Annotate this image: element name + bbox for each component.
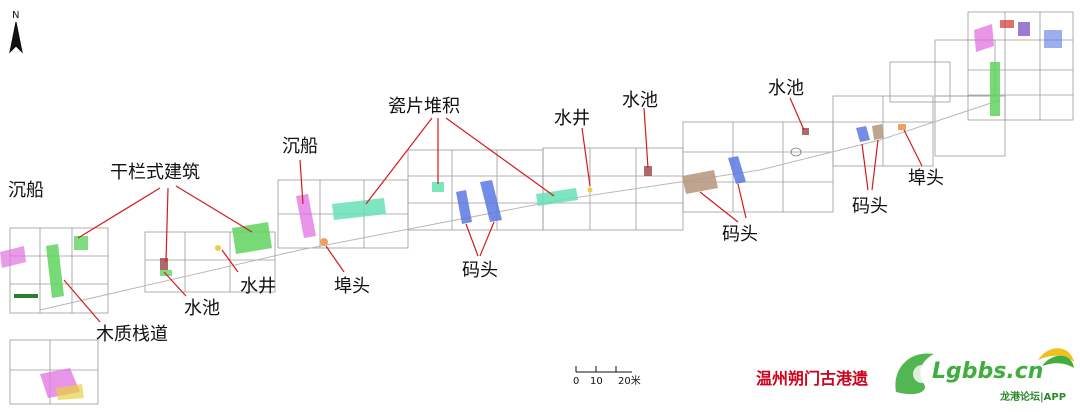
label-pier-far-east: 码头 [852,196,888,217]
porcelain-heap-2 [432,182,444,192]
north-arrow-icon: N [9,10,23,54]
leader-lines [63,97,923,323]
label-pool-west: 水池 [184,298,220,319]
pier-brown-2 [872,124,884,140]
label-well-east: 水井 [554,108,590,129]
porcelain-heap-3 [536,188,578,206]
watermark-logo: Lgbbs.cn 龙港论坛|APP [895,348,1074,403]
pier-blue-2 [480,180,502,222]
label-shipwreck-middle: 沉船 [282,136,318,157]
label-pool-east: 水池 [768,78,804,99]
map-caption: 温州朔门古港遗 [755,369,868,388]
pool-east-feature [802,128,809,135]
label-stilt-building: 干栏式建筑 [110,162,200,183]
walkway-strip-feature [14,294,38,298]
river-trace [39,99,1001,311]
scale-tick-20: 20米 [618,374,641,387]
well-east-feature [587,187,593,193]
watermark-sub-text: 龙港论坛|APP [999,390,1066,403]
label-jetty-middle: 埠头 [334,276,370,297]
walkway-feature [46,244,64,298]
pier-blue-3 [728,156,746,184]
label-jetty-east: 埠头 [908,168,944,189]
label-wooden-walkway: 木质栈道 [96,324,168,345]
pier-brown-1 [682,170,718,194]
well-west-feature [215,245,221,251]
north-label: N [12,10,19,21]
porcelain-heap-1 [332,198,386,220]
shipwreck-middle-feature [296,194,316,238]
watermark-logo-text: Lgbbs.cn [932,359,1043,384]
label-porcelain-heap: 瓷片堆积 [388,96,460,117]
map-labels: 沉船 干栏式建筑 沉船 瓷片堆积 水井 水池 水池 码头 码头 码头 埠头 埠头… [8,78,944,345]
pier-blue-4 [856,126,870,142]
label-well-west: 水井 [240,276,276,297]
label-shipwreck-west: 沉船 [8,180,44,201]
label-pier-east: 码头 [722,224,758,245]
scale-tick-10: 10 [590,376,603,387]
label-pier-middle: 码头 [462,260,498,281]
shipwreck-west-feature [0,246,26,268]
stilt-building-west-feature [74,236,88,250]
pier-blue-1 [456,190,472,224]
jetty-middle-feature [320,238,328,246]
pool-middle-feature [644,166,652,176]
stilt-building-middle-feature [232,222,272,254]
label-pool-middle: 水池 [622,90,658,111]
archaeological-features [0,20,1062,400]
scale-bar: 0 10 20米 [573,366,641,387]
jetty-east-feature [898,124,906,130]
pool-west-feature [160,258,168,270]
scale-tick-0: 0 [573,376,579,387]
